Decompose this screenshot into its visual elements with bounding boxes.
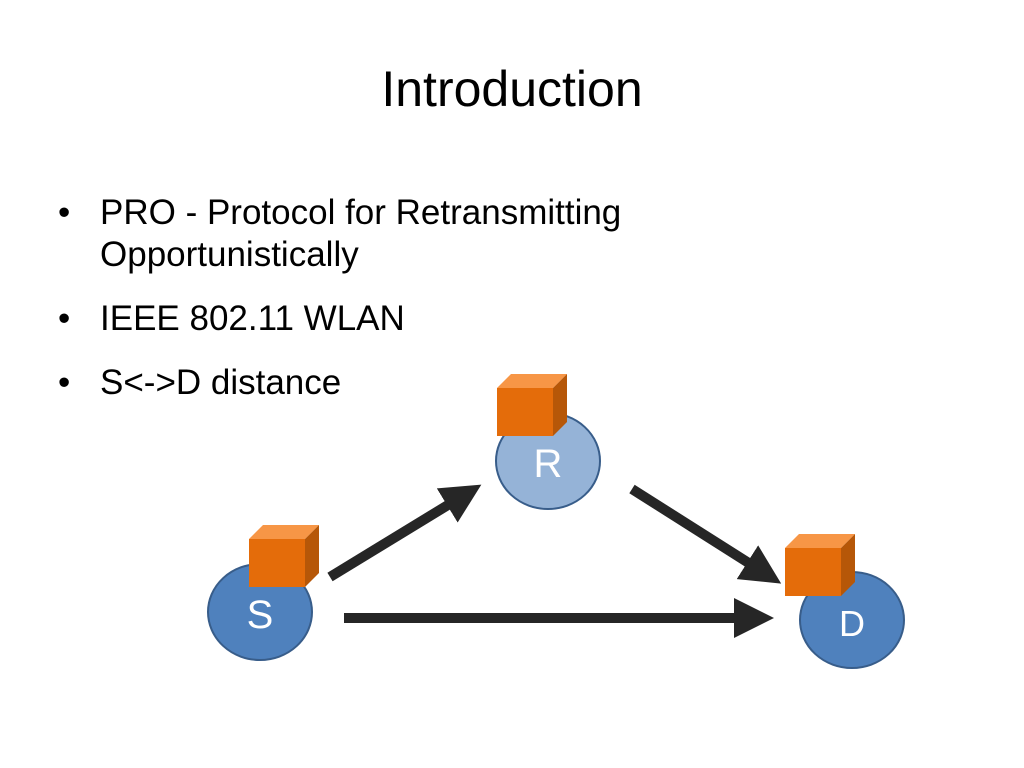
bullet-item: • S<->D distance (58, 362, 778, 404)
arrow-s-to-r (327, 484, 482, 582)
packet-cube-icon (785, 534, 855, 596)
node-r-label: R (534, 442, 563, 486)
bullet-item: • IEEE 802.11 WLAN (58, 298, 778, 340)
bullet-text: PRO - Protocol for Retransmitting Opport… (100, 193, 622, 274)
node-d-label: D (839, 603, 865, 644)
node-s-label: S (247, 593, 274, 637)
bullet-dot-icon: • (58, 363, 71, 402)
bullet-item: • PRO - Protocol for Retransmitting Oppo… (58, 192, 778, 276)
bullet-text: IEEE 802.11 WLAN (100, 299, 405, 338)
node-r: R (495, 412, 601, 510)
bullet-text: S<->D distance (100, 363, 342, 402)
packet-cube-icon (497, 374, 567, 436)
packet-cube-icon (249, 525, 319, 587)
bullet-dot-icon: • (58, 193, 71, 232)
bullet-dot-icon: • (58, 299, 71, 338)
node-s: S (207, 563, 313, 661)
bullet-list: • PRO - Protocol for Retransmitting Oppo… (58, 192, 778, 426)
slide-title: Introduction (381, 61, 643, 117)
arrow-r-to-d (629, 484, 782, 584)
